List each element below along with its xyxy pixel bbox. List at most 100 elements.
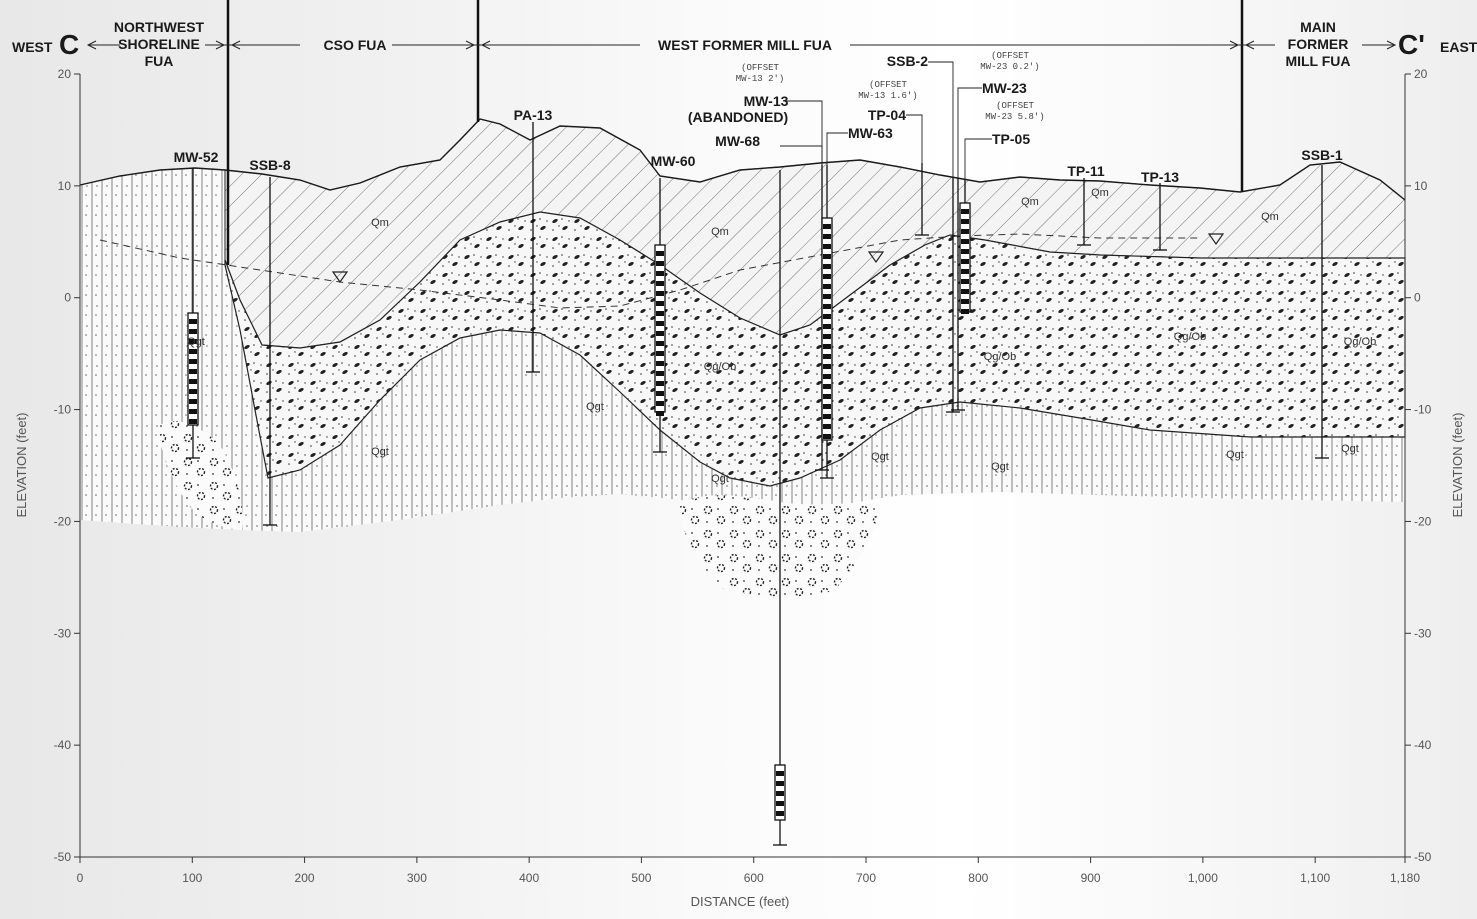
screen-slot bbox=[823, 384, 831, 389]
west-label: WEST bbox=[12, 39, 53, 55]
unit-label: Qgt bbox=[711, 473, 729, 485]
offset-note: MW-23 0.2') bbox=[980, 62, 1039, 72]
screen-slot bbox=[656, 371, 664, 376]
y-tick-label-left: -50 bbox=[54, 850, 72, 864]
offset-note: (OFFSET bbox=[741, 63, 779, 73]
x-tick-label: 1,000 bbox=[1188, 871, 1218, 885]
screen-slot bbox=[776, 801, 784, 806]
leader-line bbox=[783, 100, 823, 165]
y-tick-label-right: 10 bbox=[1414, 179, 1428, 193]
unit-label: Qgt bbox=[991, 461, 1009, 473]
screen-slot bbox=[961, 309, 969, 314]
screen-slot bbox=[823, 434, 831, 439]
x-tick-label: 0 bbox=[77, 871, 84, 885]
leader-line bbox=[906, 114, 923, 163]
screen-slot bbox=[656, 271, 664, 276]
zone-label: FUA bbox=[145, 53, 174, 69]
boring-label: TP-11 bbox=[1067, 163, 1105, 179]
unit-label: Qgt bbox=[1226, 449, 1244, 461]
arrowhead-icon bbox=[1386, 40, 1397, 50]
zone-label: MILL FUA bbox=[1285, 53, 1350, 69]
screen-slot bbox=[656, 261, 664, 266]
screen-slot bbox=[656, 321, 664, 326]
boring-label: SSB-2 bbox=[887, 53, 928, 69]
boring-label: SSB-1 bbox=[1301, 147, 1342, 163]
unit-label: Qg/Ob bbox=[704, 361, 736, 373]
boring-ssb-1: SSB-1 bbox=[1301, 147, 1343, 459]
boring-label: SSB-8 bbox=[249, 157, 290, 173]
x-tick-label: 800 bbox=[968, 871, 988, 885]
screen-slot bbox=[961, 279, 969, 284]
unit-label: Qm bbox=[711, 226, 729, 238]
zone-label: WEST FORMER MILL FUA bbox=[658, 37, 832, 53]
stratigraphy-layers bbox=[79, 118, 1406, 598]
screen-slot bbox=[823, 414, 831, 419]
unit-label: Qm bbox=[1021, 196, 1039, 208]
screen-slot bbox=[823, 354, 831, 359]
water-level-icon bbox=[1207, 233, 1225, 246]
y-tick-label-right: -10 bbox=[1414, 403, 1432, 417]
y-tick-label-right: 0 bbox=[1414, 291, 1421, 305]
y-tick-label-left: 0 bbox=[64, 291, 71, 305]
zone-label: MAIN bbox=[1300, 19, 1336, 35]
screen-slot bbox=[823, 274, 831, 279]
leader-line bbox=[780, 145, 823, 165]
screen-slot bbox=[656, 311, 664, 316]
leader-line bbox=[928, 61, 954, 178]
offset-note: (OFFSET bbox=[991, 51, 1029, 61]
screen-slot bbox=[823, 374, 831, 379]
boring-label: MW-63 bbox=[848, 125, 893, 141]
screen-slot bbox=[776, 781, 784, 786]
zone-label: FORMER bbox=[1288, 36, 1349, 52]
boring-label: TP-05 bbox=[992, 131, 1030, 147]
y-tick-label-left: -20 bbox=[54, 514, 72, 528]
y-tick-label-left: 20 bbox=[58, 67, 72, 81]
screen-slot bbox=[823, 284, 831, 289]
x-tick-label: 500 bbox=[631, 871, 651, 885]
screen-slot bbox=[656, 351, 664, 356]
boring-mw-68: MW-68 bbox=[715, 133, 787, 846]
boring-label: MW-52 bbox=[174, 149, 219, 165]
unit-label: Qgt bbox=[586, 401, 604, 413]
boring-ssb-8: SSB-8 bbox=[249, 157, 291, 526]
boring-mw-63: MW-63 bbox=[820, 125, 893, 479]
leader-line bbox=[826, 132, 848, 165]
offset-note: (OFFSET bbox=[996, 101, 1034, 111]
screen-slot bbox=[823, 424, 831, 429]
x-tick-label: 300 bbox=[407, 871, 427, 885]
boring-label: MW-13 bbox=[744, 93, 789, 109]
boring-label: TP-04 bbox=[868, 107, 906, 123]
unit-label: Qg/Ob bbox=[1344, 336, 1376, 348]
arrowhead-icon bbox=[1244, 40, 1255, 50]
x-tick-label: 1,180 bbox=[1390, 871, 1420, 885]
screen-slot bbox=[656, 331, 664, 336]
screen-slot bbox=[823, 324, 831, 329]
boring-ssb-2: SSB-2 bbox=[887, 53, 960, 413]
screen-slot bbox=[189, 379, 197, 384]
screen-slot bbox=[189, 339, 197, 344]
screen-slot bbox=[823, 314, 831, 319]
screen-slot bbox=[776, 771, 784, 776]
screen-slot bbox=[776, 791, 784, 796]
screen-slot bbox=[823, 254, 831, 259]
x-tick-label: 200 bbox=[295, 871, 315, 885]
boring-tp-13: TP-13 bbox=[1141, 169, 1179, 251]
screen-slot bbox=[961, 229, 969, 234]
screen-slot bbox=[656, 251, 664, 256]
zone-label: SHORELINE bbox=[118, 36, 200, 52]
x-tick-label: 700 bbox=[856, 871, 876, 885]
screen-slot bbox=[961, 239, 969, 244]
screen-slot bbox=[961, 299, 969, 304]
boring-label: MW-23 bbox=[982, 80, 1027, 96]
screen-slot bbox=[823, 334, 831, 339]
screen-slot bbox=[776, 811, 784, 816]
screen-slot bbox=[189, 389, 197, 394]
boring-label: MW-68 bbox=[715, 133, 760, 149]
screen-slot bbox=[656, 411, 664, 416]
section-letter-west: C bbox=[59, 29, 79, 60]
unit-label: Qm bbox=[1091, 187, 1109, 199]
east-label: EAST bbox=[1440, 39, 1477, 55]
screen-slot bbox=[961, 249, 969, 254]
